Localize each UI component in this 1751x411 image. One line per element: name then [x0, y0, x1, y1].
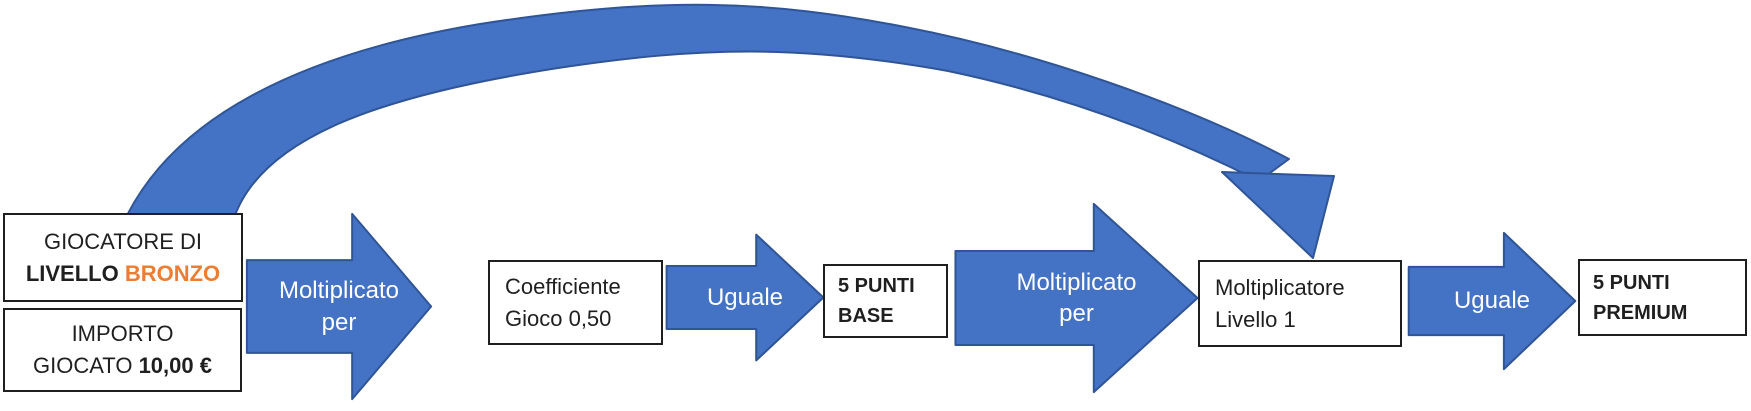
amount-box-line1: IMPORTO — [71, 321, 174, 347]
multiply-arrow-1: Moltiplicato per — [245, 210, 433, 403]
level-multiplier-box: Moltiplicatore Livello 1 — [1198, 260, 1402, 347]
right-arrow-icon — [1407, 230, 1577, 372]
bronze-level-value: BRONZO — [124, 260, 221, 286]
player-level-box: GIOCATORE DI LIVELLO BRONZO — [3, 213, 243, 302]
player-box-line2: LIVELLO BRONZO — [25, 260, 221, 286]
right-arrow-icon — [245, 210, 433, 403]
coefficient-box: Coefficiente Gioco 0,50 — [488, 260, 663, 345]
equals-arrow-2-label: Uguale — [1453, 287, 1531, 315]
equals-arrow-1-label: Uguale — [706, 283, 784, 311]
equals-arrow-2: Uguale — [1407, 230, 1577, 372]
right-arrow-icon — [665, 232, 825, 363]
right-arrow-icon — [953, 200, 1200, 396]
player-box-line1: GIOCATORE DI — [43, 228, 203, 254]
amount-box-line2: GIOCATO 10,00 € — [33, 353, 212, 378]
base-points-box: 5 PUNTI BASE — [823, 264, 948, 338]
equals-arrow-1: Uguale — [665, 232, 825, 363]
amount-value: 10,00 € — [138, 353, 212, 378]
premium-points-box: 5 PUNTI PREMIUM — [1578, 259, 1747, 336]
amount-played-box: IMPORTO GIOCATO 10,00 € — [3, 308, 242, 392]
multiply-arrow-1-label: Moltiplicato per — [278, 277, 400, 336]
multiply-arrow-2: Moltiplicato per — [953, 200, 1200, 396]
multiply-arrow-2-label: Moltiplicato per — [1016, 268, 1137, 327]
curved-arrow-head — [1221, 171, 1335, 259]
